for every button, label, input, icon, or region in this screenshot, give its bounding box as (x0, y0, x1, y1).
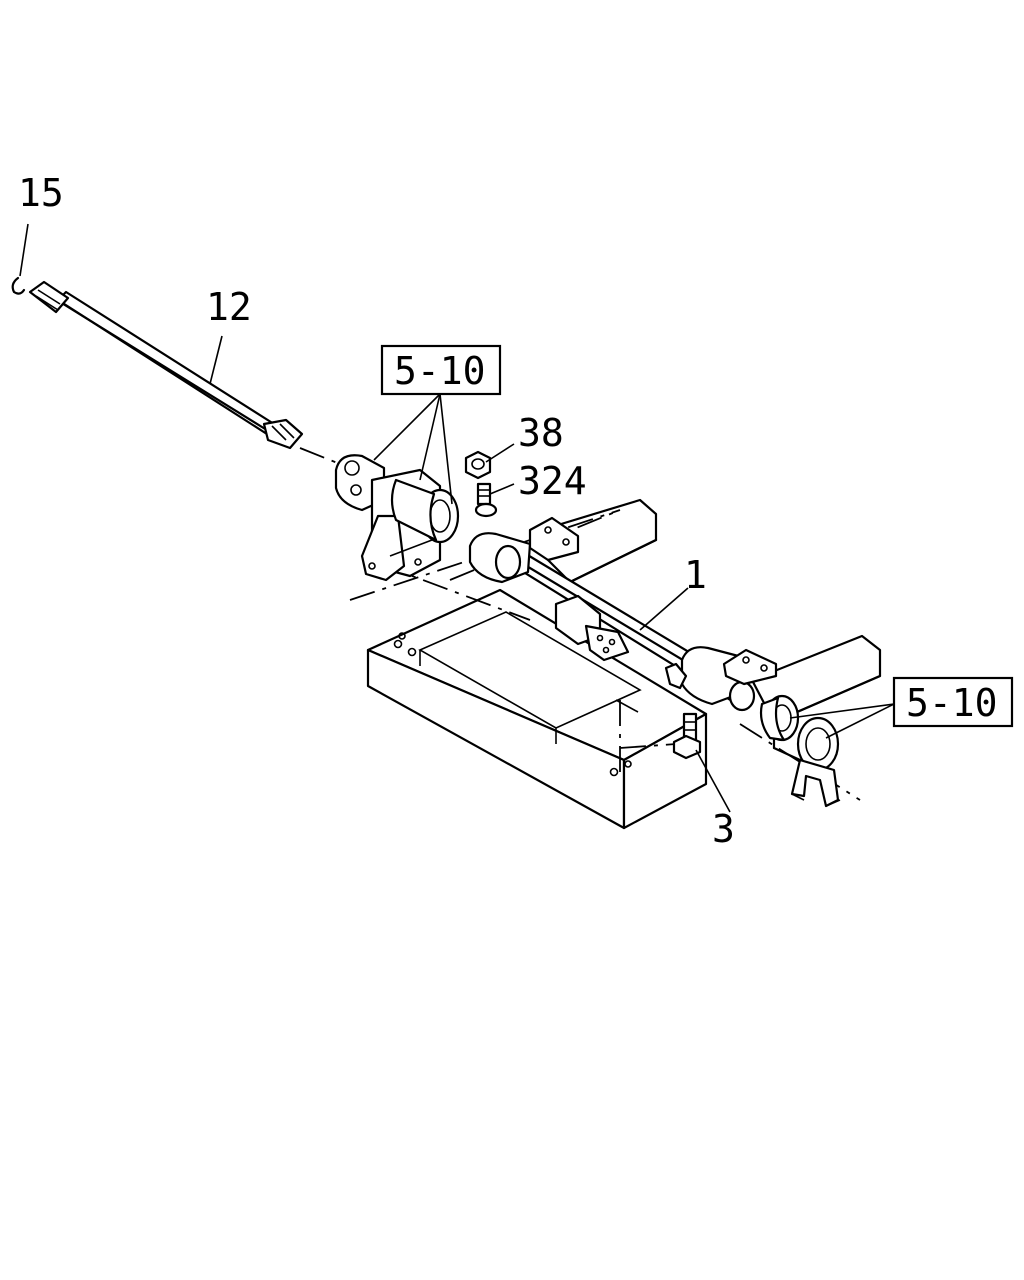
reference-box-left-label: 5-10 (394, 349, 486, 393)
callout-324: 324 (518, 459, 587, 503)
reference-box-right: 5-10 (892, 676, 1014, 728)
callout-38: 38 (518, 411, 564, 455)
torsion-bar-12 (28, 280, 304, 450)
callout-15: 15 (18, 171, 64, 215)
callout-12: 12 (206, 285, 252, 329)
callout-3: 3 (712, 807, 735, 851)
reference-box-left: 5-10 (380, 344, 502, 396)
nut-38 (464, 450, 492, 480)
reference-box-right-label: 5-10 (906, 681, 998, 725)
snap-ring-15 (11, 276, 26, 295)
cross-tube-1 (468, 516, 778, 712)
right-bracket-assembly (759, 694, 841, 808)
left-bracket-assembly (334, 454, 460, 582)
leader-lines (19, 223, 895, 813)
callout-1: 1 (684, 553, 707, 597)
bolt-324 (474, 482, 498, 518)
bolt-3 (672, 712, 702, 760)
